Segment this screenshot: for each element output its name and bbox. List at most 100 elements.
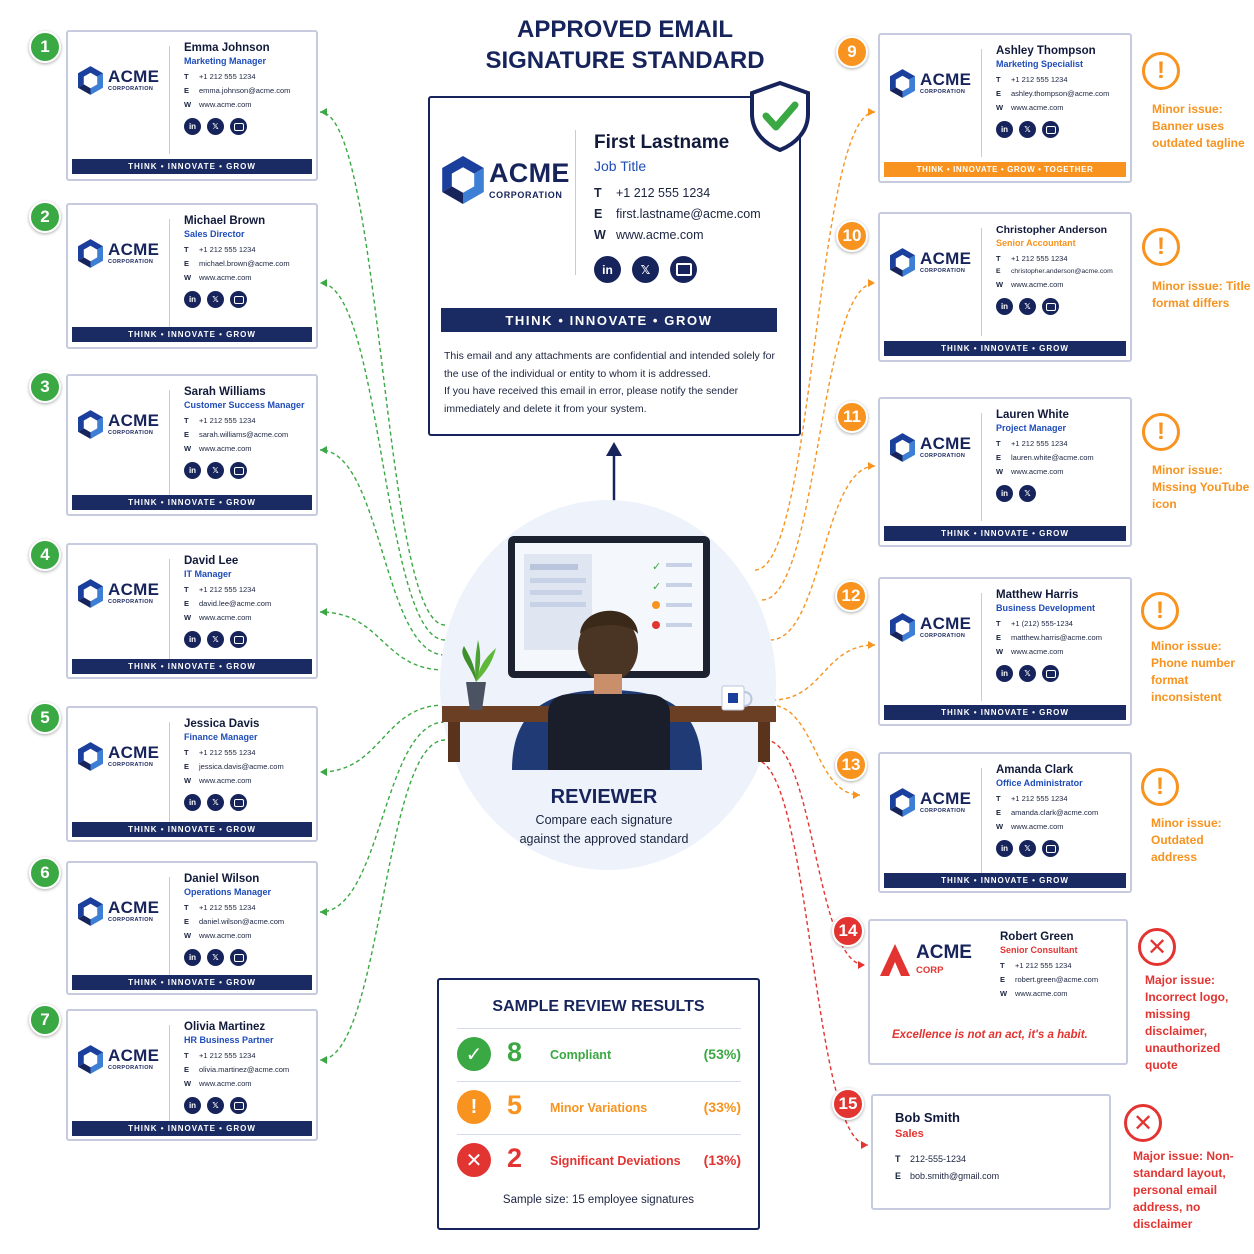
acme-hex-logo-icon xyxy=(78,579,103,608)
results-title: SAMPLE REVIEW RESULTS xyxy=(492,998,705,1015)
youtube-icon[interactable] xyxy=(230,462,247,479)
linkedin-icon[interactable]: in xyxy=(996,485,1013,502)
x-icon[interactable]: 𝕏 xyxy=(207,1097,224,1114)
youtube-icon[interactable] xyxy=(230,949,247,966)
card-number-badge: 7 xyxy=(29,1004,61,1036)
linkedin-icon[interactable]: in xyxy=(184,291,201,308)
x-icon[interactable]: 𝕏 xyxy=(1019,840,1036,857)
youtube-icon[interactable] xyxy=(230,1097,247,1114)
x-icon[interactable]: 𝕏 xyxy=(207,291,224,308)
x-icon[interactable]: 𝕏 xyxy=(1019,298,1036,315)
signature-info: First Lastname Job Title T+1 212 555 123… xyxy=(594,132,795,283)
signature-name: Daniel Wilson xyxy=(184,873,260,885)
social-icons: in 𝕏 xyxy=(996,298,1126,315)
signature-card-14[interactable]: ACME CORP Robert Green Senior Consultant… xyxy=(868,919,1128,1065)
youtube-icon[interactable] xyxy=(1042,665,1059,682)
x-icon[interactable]: 𝕏 xyxy=(207,118,224,135)
linkedin-icon[interactable]: in xyxy=(594,256,621,283)
youtube-icon[interactable] xyxy=(230,794,247,811)
youtube-icon[interactable] xyxy=(230,631,247,648)
signature-info: Jessica Davis Finance Manager T+1 212 55… xyxy=(184,718,312,811)
signature-name: Jessica Davis xyxy=(184,718,260,730)
x-icon[interactable]: 𝕏 xyxy=(1019,665,1036,682)
youtube-icon[interactable] xyxy=(1042,840,1059,857)
x-icon[interactable]: 𝕏 xyxy=(1019,485,1036,502)
linkedin-icon[interactable]: in xyxy=(996,665,1013,682)
phone-line: T+1 212 555 1234 xyxy=(184,748,256,757)
youtube-icon[interactable] xyxy=(1042,298,1059,315)
signature-title: IT Manager xyxy=(184,569,232,579)
phone-line: T+1 212 555 1234 xyxy=(184,245,256,254)
x-icon[interactable]: 𝕏 xyxy=(207,631,224,648)
linkedin-icon[interactable]: in xyxy=(996,298,1013,315)
social-icons: in 𝕏 xyxy=(996,485,1126,502)
error-icon: ✕ xyxy=(457,1143,491,1177)
connector-arrowhead-2 xyxy=(320,279,327,287)
linkedin-icon[interactable]: in xyxy=(184,949,201,966)
connector-arrowhead-10 xyxy=(868,462,875,470)
linkedin-icon[interactable]: in xyxy=(184,794,201,811)
review-results-panel: SAMPLE REVIEW RESULTS ✓ 8 Compliant (53%… xyxy=(437,978,760,1230)
youtube-icon[interactable] xyxy=(230,291,247,308)
phone-line: T+1 212 555 1234 xyxy=(594,186,711,200)
signature-name: Olivia Martinez xyxy=(184,1021,266,1033)
x-icon[interactable]: 𝕏 xyxy=(207,462,224,479)
social-icons: in 𝕏 xyxy=(594,256,795,283)
linkedin-icon[interactable]: in xyxy=(996,121,1013,138)
signature-title: Sales xyxy=(895,1128,924,1140)
signature-title: Finance Manager xyxy=(184,732,258,742)
youtube-icon[interactable] xyxy=(670,256,697,283)
signature-title: Customer Success Manager xyxy=(184,400,305,410)
card-number-badge: 9 xyxy=(836,36,868,68)
signature-info: Amanda Clark Office Administrator T+1 21… xyxy=(996,764,1126,857)
signature-name: Emma Johnson xyxy=(184,42,270,54)
x-icon[interactable]: 𝕏 xyxy=(207,949,224,966)
issue-note-12: Minor issue: Phone number format inconsi… xyxy=(1151,639,1236,704)
signature-info: Michael Brown Sales Director T+1 212 555… xyxy=(184,215,312,308)
issue-note-11: Minor issue: Missing YouTube icon xyxy=(1152,463,1250,511)
card-number-badge: 12 xyxy=(835,580,867,612)
issue-note-13: Minor issue: Outdated address xyxy=(1151,816,1222,864)
phone-line: T+1 212 555 1234 xyxy=(184,585,256,594)
linkedin-icon[interactable]: in xyxy=(184,462,201,479)
connector-line-2 xyxy=(319,282,446,641)
linkedin-icon[interactable]: in xyxy=(996,840,1013,857)
tagline-banner: THINK • INNOVATE • GROW xyxy=(884,341,1126,356)
linkedin-icon[interactable]: in xyxy=(184,1097,201,1114)
signature-name: David Lee xyxy=(184,555,239,567)
youtube-icon[interactable] xyxy=(230,118,247,135)
linkedin-icon[interactable]: in xyxy=(184,118,201,135)
tagline-banner: THINK • INNOVATE • GROW xyxy=(441,308,777,332)
x-icon[interactable]: 𝕏 xyxy=(207,794,224,811)
signature-name: Ashley Thompson xyxy=(996,45,1096,57)
check-icon: ✓ xyxy=(457,1037,491,1071)
youtube-icon[interactable] xyxy=(1042,121,1059,138)
x-icon[interactable]: 𝕏 xyxy=(1019,121,1036,138)
divider xyxy=(169,390,170,498)
linkedin-icon[interactable]: in xyxy=(184,631,201,648)
x-icon[interactable]: 𝕏 xyxy=(632,256,659,283)
